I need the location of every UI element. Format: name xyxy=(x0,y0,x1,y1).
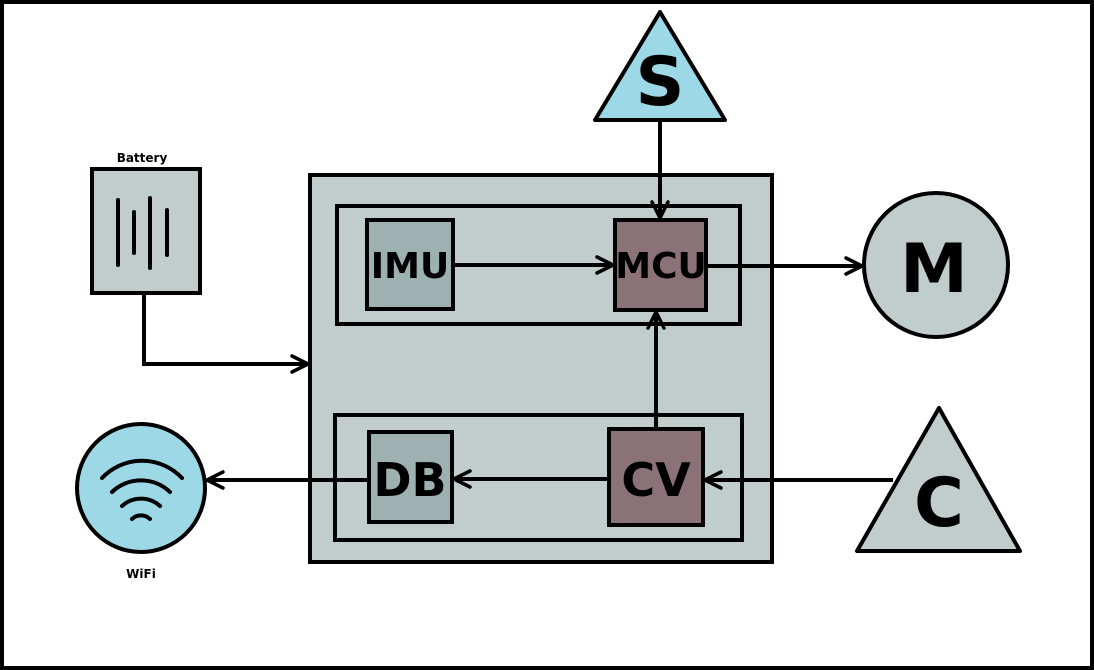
cv-label: CV xyxy=(621,453,691,507)
s-label: S xyxy=(636,43,685,122)
db-label: DB xyxy=(373,453,446,507)
imu-block: IMU xyxy=(365,218,455,311)
battery-icon xyxy=(116,196,169,270)
db-block: DB xyxy=(367,430,454,524)
c-label: C xyxy=(914,464,964,543)
camera-c-triangle: C xyxy=(855,406,1022,553)
battery-label: Battery xyxy=(117,151,168,165)
cv-block: CV xyxy=(607,427,705,527)
wifi-block: WiFi xyxy=(75,422,207,581)
m-label: M xyxy=(900,230,968,309)
wifi-icon xyxy=(100,458,184,521)
mcu-block: MCU xyxy=(613,218,708,312)
battery-block: Battery xyxy=(90,151,202,295)
mcu-label: MCU xyxy=(615,246,706,287)
motor-m-circle: M xyxy=(862,191,1010,339)
wifi-label: WiFi xyxy=(126,567,156,581)
imu-label: IMU xyxy=(371,246,449,287)
arrow-battery-to-system xyxy=(142,293,310,374)
connectors xyxy=(142,120,893,490)
